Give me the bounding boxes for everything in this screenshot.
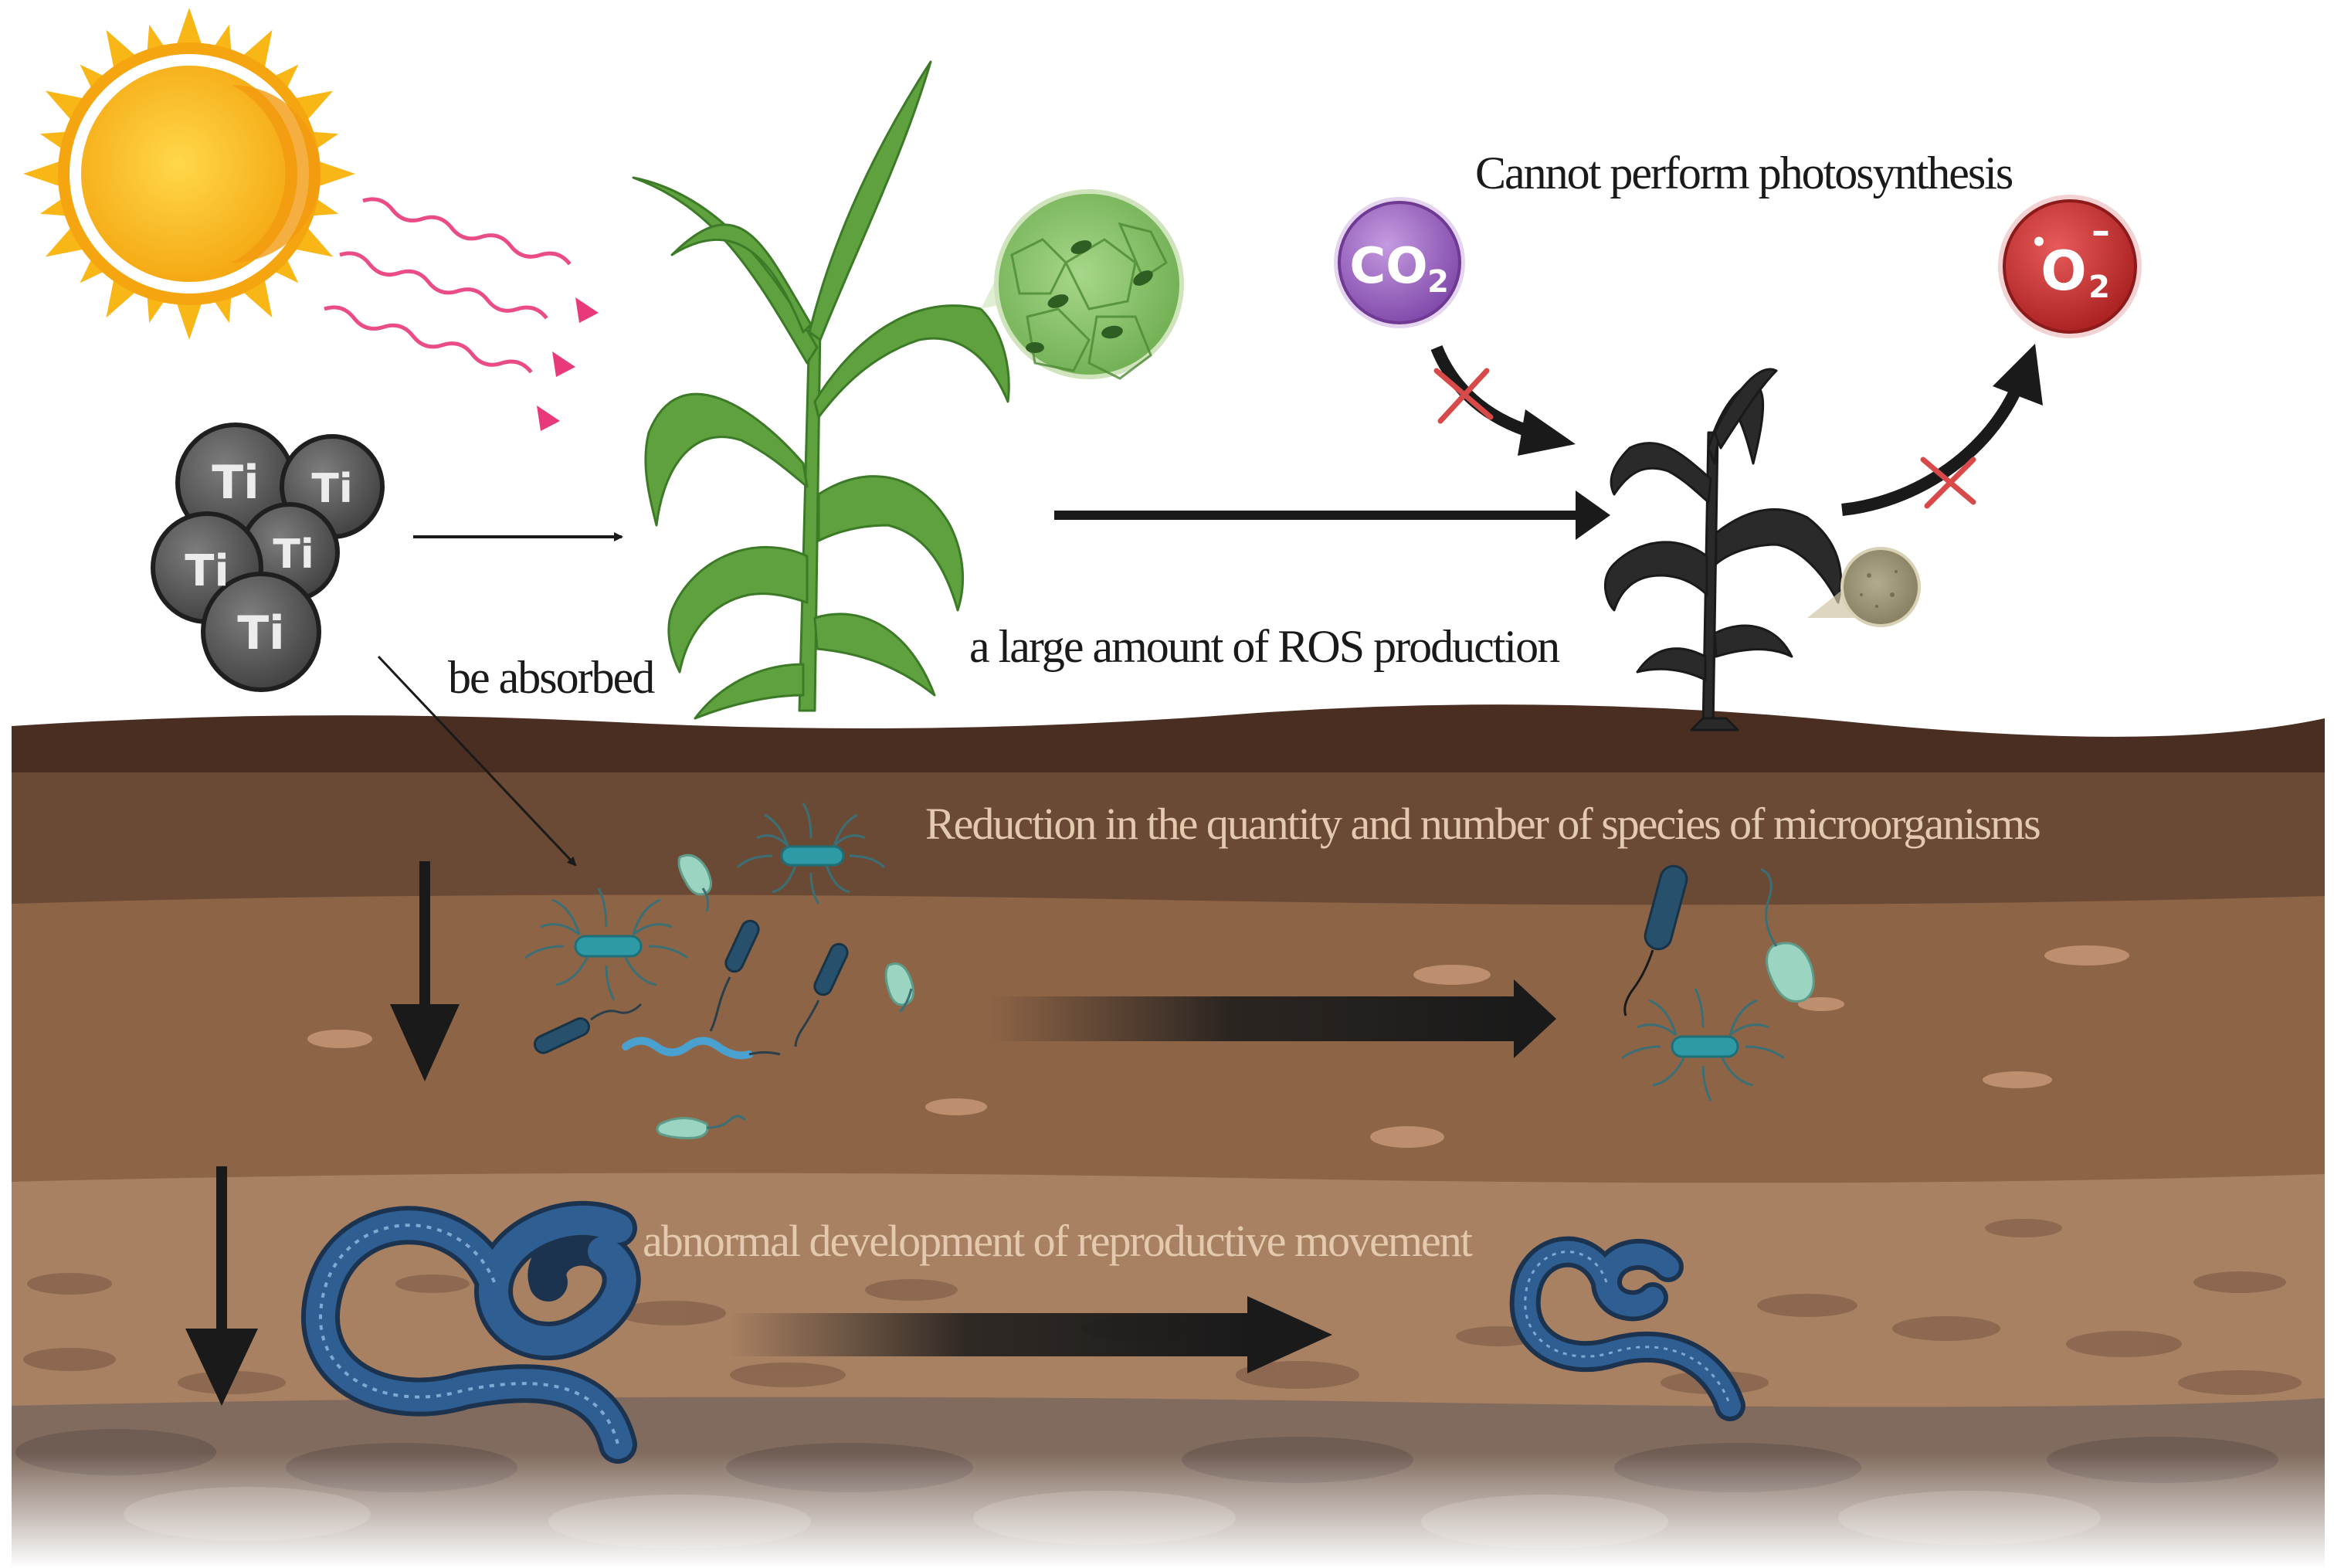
ti-label: Ti xyxy=(237,606,285,660)
co2-label: CO xyxy=(1349,238,1427,295)
radical-label: O xyxy=(2041,239,2087,303)
ti-label: Ti xyxy=(311,466,352,512)
radical-charge: – xyxy=(2091,209,2110,253)
dead-plant xyxy=(1605,369,1840,730)
co2-subscript: 2 xyxy=(1427,264,1449,300)
blocked-co2-arrow xyxy=(1437,348,1576,456)
absorbed-label: be absorbed xyxy=(448,654,653,701)
reproduction-label: abnormal development of reproductive mov… xyxy=(643,1219,1471,1264)
superoxide-radical-icon: • O 2 – xyxy=(1998,195,2142,338)
ti-label: Ti xyxy=(212,456,260,510)
microorganisms-label: Reduction in the quantity and number of … xyxy=(925,802,2040,847)
blocked-ros-arrow xyxy=(1842,344,2043,510)
photosynthesis-label: Cannot perform photosynthesis xyxy=(1475,150,2012,196)
leaf-cell-zoom xyxy=(981,192,1182,378)
ti-label: Ti xyxy=(185,546,229,596)
arrow-plant-to-dead-plant xyxy=(1054,490,1610,540)
radical-subscript: 2 xyxy=(2088,270,2110,305)
healthy-plant xyxy=(633,62,1009,718)
ros-label: a large amount of ROS production xyxy=(969,623,1559,670)
co2-molecule-icon: CO 2 xyxy=(1334,197,1465,328)
sun-icon xyxy=(0,0,416,401)
ti-nanoparticle-cluster: Ti Ti Ti Ti Ti xyxy=(153,425,382,690)
ti-label: Ti xyxy=(273,531,314,578)
sunlight-rays xyxy=(323,195,572,377)
